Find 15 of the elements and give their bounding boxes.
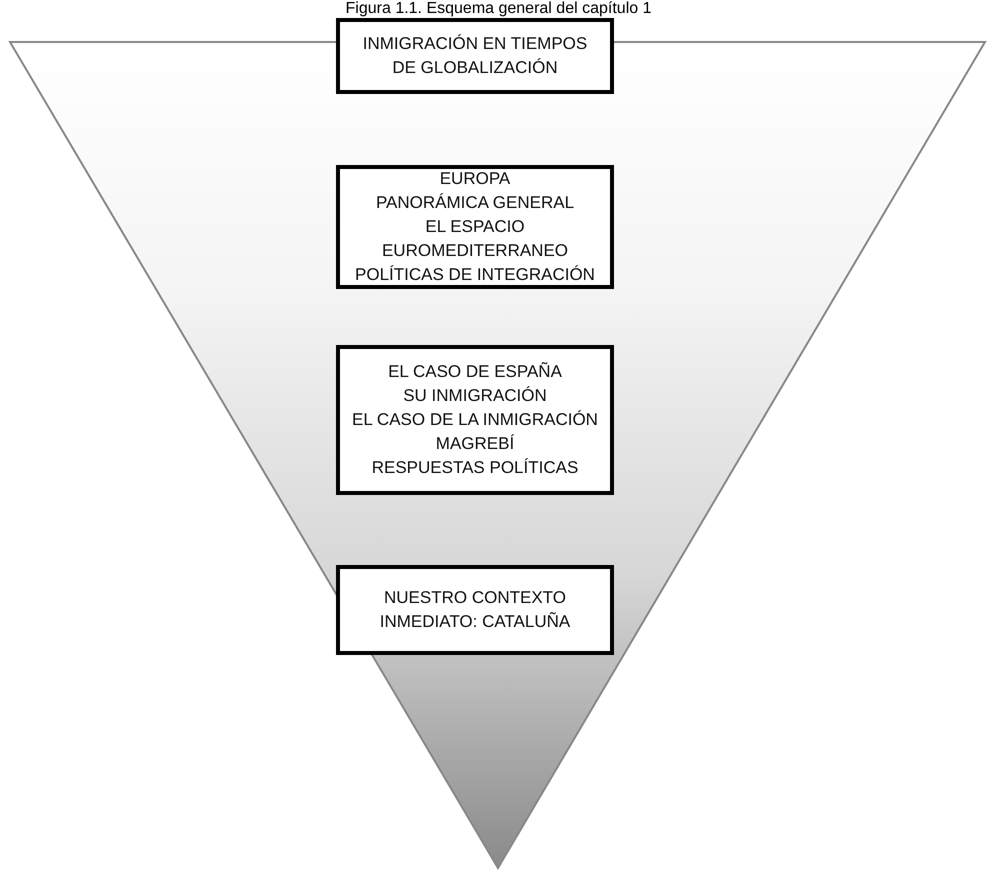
text-box — [336, 345, 614, 495]
box-text: EL CASO DE LA INMIGRACIÓN MAGREBÍ — [351, 409, 599, 455]
box-text: SU INMIGRACIÓN — [403, 385, 547, 407]
box-text: INMIGRACIÓN EN TIEMPOS DE GLOBALIZACIÓN — [362, 33, 588, 79]
box-text: EUROPA — [440, 168, 510, 190]
box-text: POLÍTICAS DE INTEGRACIÓN — [355, 264, 595, 286]
text-box — [336, 165, 614, 289]
box-text: EL CASO DE ESPAÑA — [388, 361, 562, 383]
box-text: RESPUESTAS POLÍTICAS — [372, 457, 578, 479]
box-text: PANORÁMICA GENERAL — [376, 192, 574, 214]
box-text: NUESTRO CONTEXTO INMEDIATO: CATALUÑA — [378, 587, 572, 633]
text-box — [336, 18, 614, 94]
text-box — [336, 565, 614, 655]
box-text: EL ESPACIO EUROMEDITERRANEO — [380, 216, 570, 262]
figure-title: Figura 1.1. Esquema general del capítulo 1 — [344, 0, 652, 18]
